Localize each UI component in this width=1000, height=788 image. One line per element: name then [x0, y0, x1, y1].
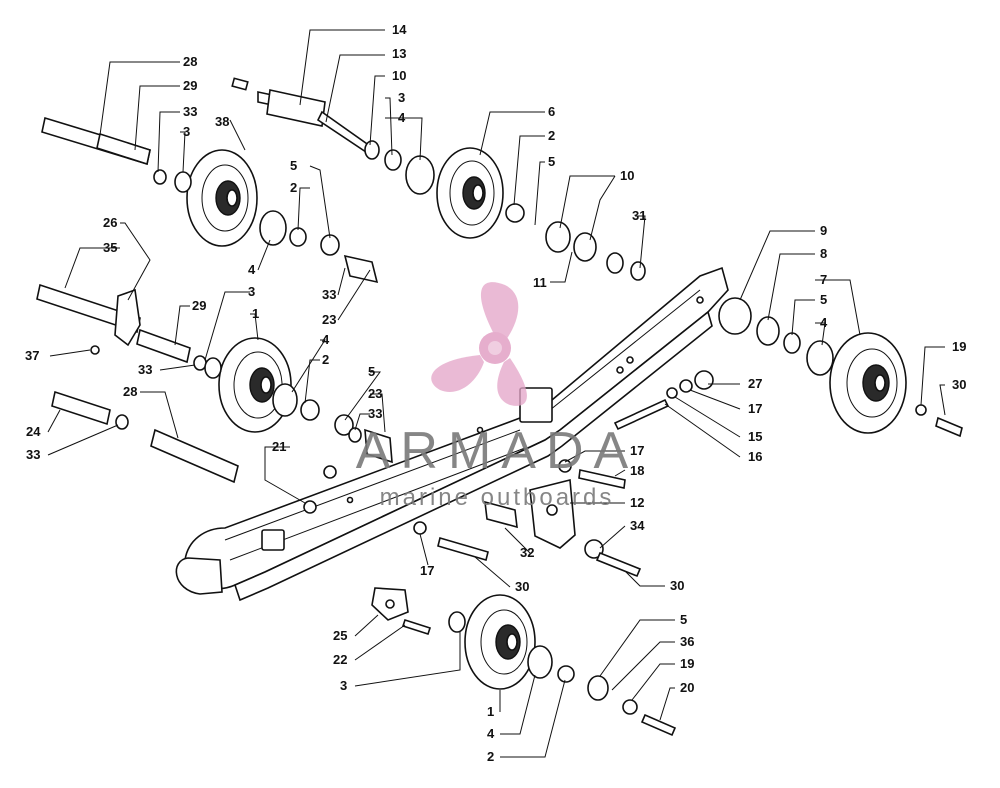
callout-17: 17 — [630, 443, 644, 458]
callout-2: 2 — [322, 352, 329, 367]
callout-3: 3 — [398, 90, 405, 105]
callout-22: 22 — [333, 652, 347, 667]
shaft-24-28-lower — [51, 390, 239, 484]
callout-23: 23 — [368, 386, 382, 401]
callout-17: 17 — [748, 401, 762, 416]
callout-21: 21 — [272, 439, 286, 454]
callout-3: 3 — [183, 124, 190, 139]
callout-4: 4 — [820, 315, 828, 330]
propeller-logo-icon — [431, 282, 527, 406]
callout-2: 2 — [548, 128, 555, 143]
callout-30: 30 — [952, 377, 966, 392]
callout-5: 5 — [548, 154, 555, 169]
callout-15: 15 — [748, 429, 762, 444]
callout-36: 36 — [680, 634, 694, 649]
callout-4: 4 — [322, 332, 330, 347]
callout-33: 33 — [368, 406, 382, 421]
callout-4: 4 — [398, 110, 406, 125]
shaft-28-29-upper — [41, 116, 151, 166]
callout-10: 10 — [392, 68, 406, 83]
callout-32: 32 — [520, 545, 534, 560]
callout-4: 4 — [487, 726, 495, 741]
callout-26: 26 — [103, 215, 117, 230]
parts-drawing — [36, 29, 963, 758]
mounting-bracket-12 — [484, 478, 576, 549]
leader-lines — [47, 29, 946, 758]
idler-wheel-1-middle — [218, 337, 292, 433]
callout-16: 16 — [748, 449, 762, 464]
callout-33: 33 — [183, 104, 197, 119]
idler-wheel-38 — [186, 149, 258, 247]
callout-1: 1 — [252, 306, 259, 321]
callout-29: 29 — [183, 78, 197, 93]
callout-2: 2 — [290, 180, 297, 195]
callout-37: 37 — [25, 348, 39, 363]
callout-3: 3 — [248, 284, 255, 299]
callout-14: 14 — [392, 22, 407, 37]
armada-watermark: ARMADA marine outboards — [356, 282, 638, 511]
callout-19: 19 — [680, 656, 694, 671]
callout-29: 29 — [192, 298, 206, 313]
callout-4: 4 — [248, 262, 256, 277]
callout-6: 6 — [548, 104, 555, 119]
callout-38: 38 — [215, 114, 229, 129]
callout-28: 28 — [183, 54, 197, 69]
bearings-and-washers — [90, 140, 927, 715]
callout-1: 1 — [487, 704, 494, 719]
callout-35: 35 — [103, 240, 117, 255]
callout-23: 23 — [322, 312, 336, 327]
bushing-23-upper — [343, 254, 379, 284]
shaft-35-and-arm-26 — [36, 283, 191, 364]
callout-25: 25 — [333, 628, 347, 643]
callout-31: 31 — [632, 208, 646, 223]
callout-7: 7 — [820, 272, 827, 287]
callout-19: 19 — [952, 339, 966, 354]
callout-5: 5 — [290, 158, 297, 173]
callout-12: 12 — [630, 495, 644, 510]
callout-5: 5 — [368, 364, 375, 379]
mounting-bracket-25 — [371, 587, 409, 621]
idler-wheel-1-lower — [464, 594, 536, 690]
callout-2: 2 — [487, 749, 494, 764]
callout-18: 18 — [630, 463, 644, 478]
watermark-brand: ARMADA — [356, 422, 638, 480]
callout-30: 30 — [515, 579, 529, 594]
idler-wheel-7 — [829, 332, 907, 434]
callout-9: 9 — [820, 223, 827, 238]
axle-shaft-upper — [231, 77, 372, 154]
callout-5: 5 — [680, 612, 687, 627]
suspension-frame-rail — [175, 266, 729, 602]
callout-8: 8 — [820, 246, 827, 261]
bushing-23-lower — [364, 428, 393, 464]
callout-24: 24 — [26, 424, 41, 439]
callout-labels: 14 13 10 3 4 6 2 5 10 31 11 9 8 7 5 4 19… — [25, 22, 966, 764]
callout-33: 33 — [138, 362, 152, 377]
callout-34: 34 — [630, 518, 645, 533]
callout-20: 20 — [680, 680, 694, 695]
bolts — [401, 398, 963, 737]
callout-33: 33 — [26, 447, 40, 462]
callout-10: 10 — [620, 168, 634, 183]
callout-33: 33 — [322, 287, 336, 302]
idler-wheel-upper — [436, 147, 504, 239]
callout-11: 11 — [533, 275, 547, 290]
callout-13: 13 — [392, 46, 406, 61]
callout-17: 17 — [420, 563, 434, 578]
callout-5: 5 — [820, 292, 827, 307]
callout-3: 3 — [340, 678, 347, 693]
callout-30: 30 — [670, 578, 684, 593]
callout-27: 27 — [748, 376, 762, 391]
watermark-tagline: marine outboards — [380, 484, 615, 511]
callout-28: 28 — [123, 384, 137, 399]
